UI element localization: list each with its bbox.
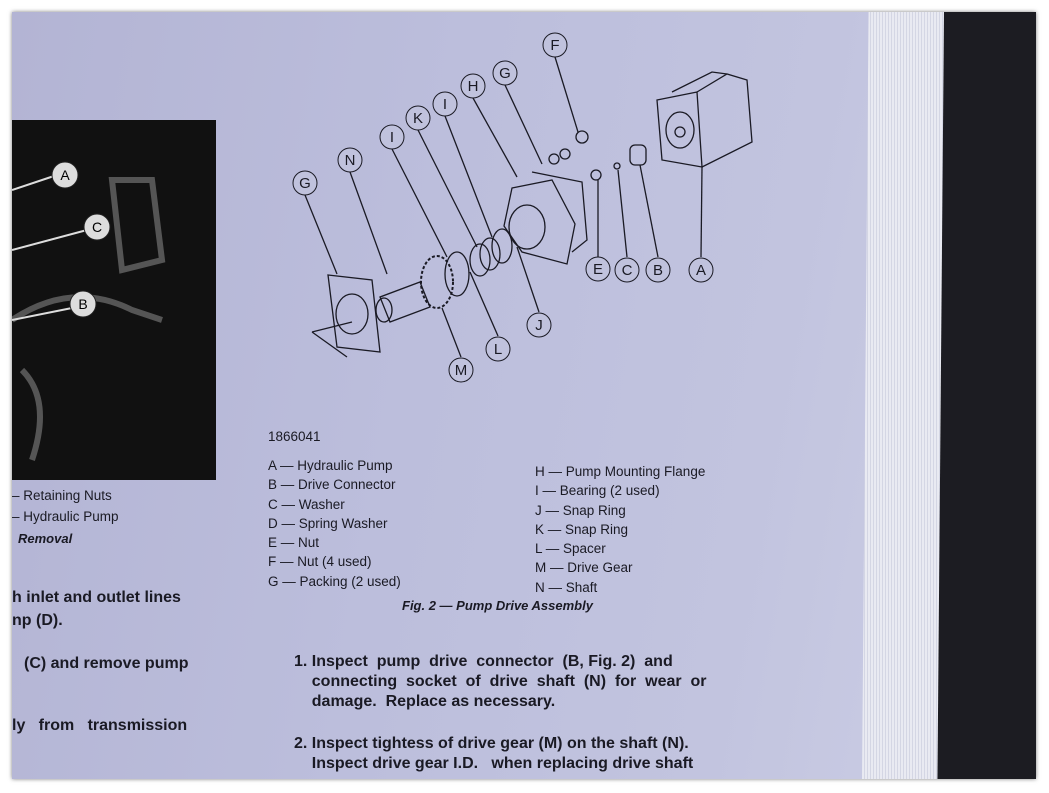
left-text-line-1: h inlet and outlet lines xyxy=(12,589,181,606)
svg-text:M: M xyxy=(455,362,468,379)
step-2: 2. Inspect tightess of drive gear (M) on… xyxy=(294,734,693,774)
left-figure-legend-1: – Retaining Nuts xyxy=(12,488,112,503)
svg-text:F: F xyxy=(550,37,559,54)
svg-text:A: A xyxy=(696,262,706,279)
callout-g-left: G xyxy=(292,170,318,196)
pump-drive-assembly-diagram: F G H I K I N G E C B A J L M xyxy=(292,32,753,383)
callout-k: K xyxy=(405,105,431,131)
callout-l: L xyxy=(485,336,511,362)
step-line: 1. Inspect pump drive connector (B, Fig.… xyxy=(294,653,673,670)
svg-text:I: I xyxy=(443,96,447,113)
callout-f: F xyxy=(542,32,568,58)
callout-i-1: I xyxy=(432,91,458,117)
legend-item: K — Snap Ring xyxy=(535,521,629,537)
figure-caption: Fig. 2 — Pump Drive Assembly xyxy=(402,598,593,613)
step-line: damage. Replace as necessary. xyxy=(294,693,556,710)
left-text-line-3: (C) and remove pump xyxy=(24,655,189,672)
legend-item: G — Packing (2 used) xyxy=(268,573,401,589)
svg-text:A: A xyxy=(60,167,70,183)
svg-text:K: K xyxy=(413,110,423,127)
legend-right: H — Pump Mounting Flange I — Bearing (2 … xyxy=(535,462,705,597)
svg-text:I: I xyxy=(390,129,394,146)
legend-item: I — Bearing (2 used) xyxy=(535,483,660,499)
legend-item: D — Spring Washer xyxy=(268,515,388,531)
legend-item: A — Hydraulic Pump xyxy=(268,458,393,473)
shaft-part xyxy=(379,281,431,323)
svg-text:N: N xyxy=(345,152,356,169)
legend-item: F — Nut (4 used) xyxy=(268,554,372,570)
callout-b: B xyxy=(645,257,671,283)
mounting-flange-part xyxy=(503,179,576,265)
svg-text:G: G xyxy=(499,65,511,82)
svg-text:C: C xyxy=(92,219,102,235)
legend-item: M — Drive Gear xyxy=(535,560,633,576)
legend-left: A — Hydraulic Pump B — Drive Connector C… xyxy=(268,456,401,591)
legend-item: J — Snap Ring xyxy=(535,502,626,518)
svg-text:H: H xyxy=(468,78,479,95)
legend-item: B — Drive Connector xyxy=(268,477,396,493)
svg-text:B: B xyxy=(653,262,663,279)
svg-text:L: L xyxy=(494,341,502,358)
legend-item: C — Washer xyxy=(268,496,345,512)
svg-text:J: J xyxy=(535,317,543,334)
manual-page: A C B – Retaining Nuts – Hydraulic Pump … xyxy=(12,12,912,779)
callout-b: B xyxy=(69,290,97,318)
callout-c: C xyxy=(83,213,111,241)
figure-number: 1866041 xyxy=(268,429,321,444)
left-text-line-2: np (D). xyxy=(12,612,63,629)
left-figure-caption: Removal xyxy=(18,531,73,546)
callout-i-2: I xyxy=(379,124,405,150)
step-line: 2. Inspect tightess of drive gear (M) on… xyxy=(294,735,689,752)
packing-part xyxy=(327,274,381,353)
callout-h: H xyxy=(460,73,486,99)
callout-j: J xyxy=(526,312,552,338)
svg-text:B: B xyxy=(78,296,87,312)
callout-g-top: G xyxy=(492,60,518,86)
step-1: 1. Inspect pump drive connector (B, Fig.… xyxy=(294,652,707,712)
hydraulic-pump-part xyxy=(656,91,703,168)
legend-item: L — Spacer xyxy=(535,541,606,557)
callout-e: E xyxy=(585,256,611,282)
photo-callouts: A C B xyxy=(12,161,166,461)
callout-n: N xyxy=(337,147,363,173)
left-figure-legend-2: – Hydraulic Pump xyxy=(12,509,119,524)
drive-gear-part xyxy=(420,255,454,309)
left-text-line-4: ly from transmission xyxy=(12,717,188,734)
legend-item: H — Pump Mounting Flange xyxy=(535,464,706,479)
callout-m: M xyxy=(448,357,474,383)
step-line: connecting socket of drive shaft (N) for… xyxy=(294,673,707,690)
drive-connector-part xyxy=(629,144,647,166)
pump-removal-photo: A C B xyxy=(12,120,216,480)
step-line: Inspect drive gear I.D. when replacing d… xyxy=(294,755,694,772)
callout-c: C xyxy=(614,257,640,283)
callout-a: A xyxy=(688,257,714,283)
svg-text:C: C xyxy=(622,262,633,279)
legend-item: E — Nut xyxy=(268,535,320,551)
svg-text:G: G xyxy=(299,175,311,192)
svg-text:E: E xyxy=(593,261,603,278)
photo-frame: A C B – Retaining Nuts – Hydraulic Pump … xyxy=(12,12,1036,779)
legend-item: N — Shaft xyxy=(535,579,598,595)
callout-a: A xyxy=(51,161,79,189)
page-stack-edge xyxy=(862,12,944,779)
